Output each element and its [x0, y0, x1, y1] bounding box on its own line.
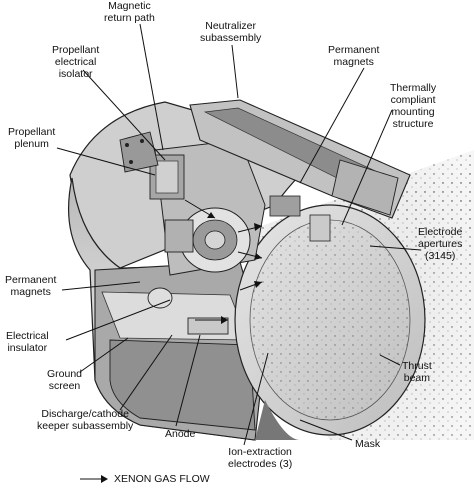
- xenon-gas-flow-legend-arrow: [80, 475, 108, 483]
- label-thrust-beam: Thrust beam: [402, 360, 432, 384]
- label-discharge-cathode-keeper-subassembly: Discharge/cathode keeper subassembly: [37, 408, 134, 432]
- leader-lines: [56, 23, 422, 446]
- neutralizer-subassembly: [189, 99, 411, 242]
- label-permanent-magnets-top: Permanent magnets: [328, 44, 380, 68]
- discharge-chamber: [119, 131, 266, 335]
- legend-label-xenon-gas-flow: XENON GAS FLOW: [114, 473, 210, 485]
- label-neutralizer-subassembly: Neutralizer subassembly: [200, 20, 262, 44]
- label-electrical-insulator: Electrical insulator: [6, 330, 49, 354]
- gas-flow-arrows: [184, 199, 263, 324]
- label-propellant-electrical-isolator: Propellant electrical isolator: [52, 44, 100, 80]
- label-ion-extraction-electrodes: Ion-extraction electrodes (3): [228, 446, 293, 470]
- label-permanent-magnets-left: Permanent magnets: [5, 274, 57, 298]
- label-magnetic-return-path: Magnetic return path: [104, 0, 155, 24]
- label-anode: Anode: [165, 428, 196, 440]
- label-propellant-plenum: Propellant plenum: [8, 126, 56, 150]
- electrode-grid-face: [234, 204, 426, 440]
- label-thermally-compliant-mounting-structure: Thermally compliant mounting structure: [390, 82, 437, 130]
- label-ground-screen: Ground screen: [47, 368, 83, 392]
- label-mask: Mask: [355, 438, 381, 450]
- label-electrode-apertures: Electrode apertures (3145): [418, 226, 463, 262]
